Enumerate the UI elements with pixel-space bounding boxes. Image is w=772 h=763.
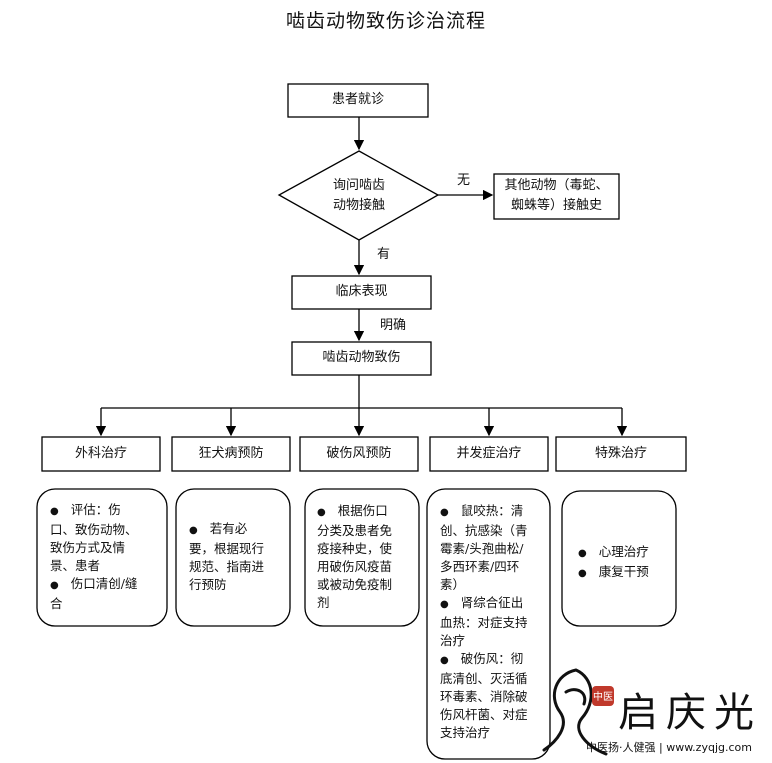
special-details: ●心理治疗 ●康复干预 bbox=[578, 544, 649, 579]
detail-box-1 bbox=[36, 488, 168, 627]
bullet-icon: ● bbox=[317, 507, 326, 518]
clinical-label: 临床表现 bbox=[335, 284, 388, 299]
cat-box-1 bbox=[41, 436, 161, 472]
other-box bbox=[493, 173, 620, 220]
bullet-icon: ● bbox=[578, 568, 587, 579]
bullet-icon: ● bbox=[50, 580, 59, 591]
injury-label: 啮齿动物致伤 bbox=[322, 350, 401, 365]
detail-box-2 bbox=[175, 488, 291, 627]
edge-no-label: 无 bbox=[457, 173, 471, 188]
watermark: 中医 启庆光 中医扬·人健强 | www.zyqjg.com bbox=[536, 662, 772, 763]
bullet-icon: ● bbox=[50, 506, 59, 517]
rabies-details: ●若有必 要，根据现行 规范、指南进 行预防 bbox=[189, 521, 265, 592]
cat-box-5 bbox=[555, 436, 687, 472]
cat-special: 特殊治疗 bbox=[594, 446, 647, 461]
cat-box-4 bbox=[429, 436, 549, 472]
edge-yes-label: 有 bbox=[377, 247, 391, 262]
bullet-icon: ● bbox=[440, 655, 449, 666]
footer-text: 中医扬·人健强 | www.zyqjg.com bbox=[586, 741, 752, 754]
bullet-icon: ● bbox=[189, 525, 198, 536]
cat-complication: 并发症治疗 bbox=[456, 446, 522, 461]
other-label: 其他动物（毒蛇、 蜘蛛等）接触史 bbox=[504, 178, 609, 213]
cat-surgery: 外科治疗 bbox=[74, 446, 127, 461]
bullet-icon: ● bbox=[440, 599, 449, 610]
detail-box-3 bbox=[304, 488, 420, 627]
clinical-box bbox=[291, 275, 432, 310]
cat-box-2 bbox=[171, 436, 291, 472]
bullet-icon: ● bbox=[440, 507, 449, 518]
brand-logo-icon: 中医 bbox=[542, 668, 614, 756]
ask-label: 询问啮齿 动物接触 bbox=[332, 178, 385, 213]
page-title: 啮齿动物致伤诊治流程 bbox=[285, 10, 486, 32]
visit-box bbox=[287, 83, 429, 118]
cat-tetanus: 破伤风预防 bbox=[326, 446, 392, 461]
bullet-icon: ● bbox=[578, 548, 587, 559]
edge-clear-label: 明确 bbox=[380, 318, 407, 333]
brand-name: 启庆光 bbox=[618, 690, 762, 736]
cat-box-3 bbox=[299, 436, 419, 472]
tetanus-details: ●根据伤口 分类及患者免 疫接种史，使 用破伤风疫苗 或被动免疫制 剂 bbox=[317, 503, 393, 610]
complication-details: ●鼠咬热：清 创、抗感染（青 霉素/头孢曲松/ 多西环素/四环 素） ●肾综合征… bbox=[440, 503, 528, 740]
injury-box bbox=[291, 341, 432, 376]
detail-box-4 bbox=[426, 488, 551, 760]
detail-box-5 bbox=[561, 490, 677, 627]
cat-rabies: 狂犬病预防 bbox=[198, 446, 264, 461]
seal-text: 中医 bbox=[593, 690, 613, 703]
surgery-details: ●评估：伤 口、致伤动物、 致伤方式及情 景、患者 ●伤口清创/缝 合 bbox=[50, 502, 138, 611]
visit-label: 患者就诊 bbox=[331, 92, 384, 107]
